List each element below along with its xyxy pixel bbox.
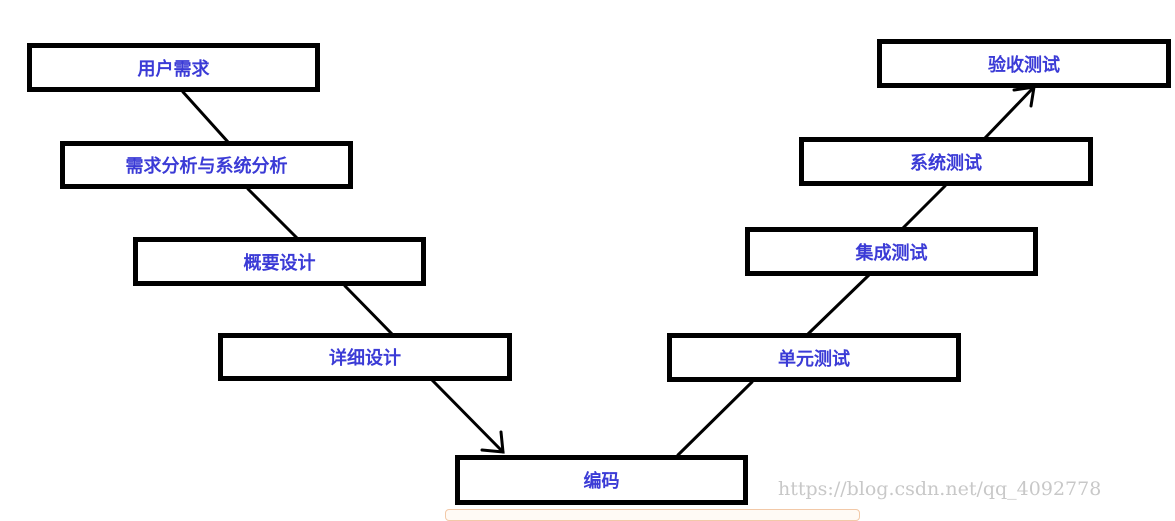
stage-requirements: 用户需求 <box>27 43 320 92</box>
stage-acceptance-test: 验收测试 <box>877 39 1171 88</box>
connector-high-level-design-detailed-design <box>343 284 394 336</box>
connector-unit-test-integration-test <box>806 272 872 336</box>
bottom-panel-edge <box>445 509 860 521</box>
stage-requirements-label: 用户需求 <box>137 58 210 80</box>
stage-unit-test: 单元测试 <box>667 333 961 382</box>
connector-integration-test-system-test <box>901 184 947 230</box>
connector-system-test-acceptance-test <box>983 85 1036 140</box>
stage-integration-test: 集成测试 <box>745 227 1038 276</box>
stage-high-level-design: 概要设计 <box>133 237 426 286</box>
stage-high-level-design-label: 概要设计 <box>243 252 316 274</box>
watermark-url: https://blog.csdn.net/qq_4092778 <box>778 478 1102 500</box>
stage-coding: 编码 <box>455 455 748 505</box>
connector-requirements-analysis <box>181 90 230 144</box>
stage-system-test-label: 系统测试 <box>910 152 982 174</box>
connector-coding-unit-test <box>676 380 754 457</box>
stage-detailed-design-label: 详细设计 <box>329 348 401 369</box>
stage-unit-test-label: 单元测试 <box>778 348 850 370</box>
connector-analysis-high-level-design <box>246 187 299 240</box>
connector-detailed-design-coding <box>430 378 505 454</box>
stage-acceptance-test-label: 验收测试 <box>988 54 1060 76</box>
stage-integration-test-label: 集成测试 <box>855 242 928 264</box>
stage-coding-label: 编码 <box>583 471 620 492</box>
stage-analysis: 需求分析与系统分析 <box>60 141 353 189</box>
arrow-head-coding-icon <box>480 430 505 454</box>
stage-detailed-design: 详细设计 <box>218 333 512 381</box>
stage-analysis-label: 需求分析与系统分析 <box>125 156 288 177</box>
stage-system-test: 系统测试 <box>799 137 1093 186</box>
